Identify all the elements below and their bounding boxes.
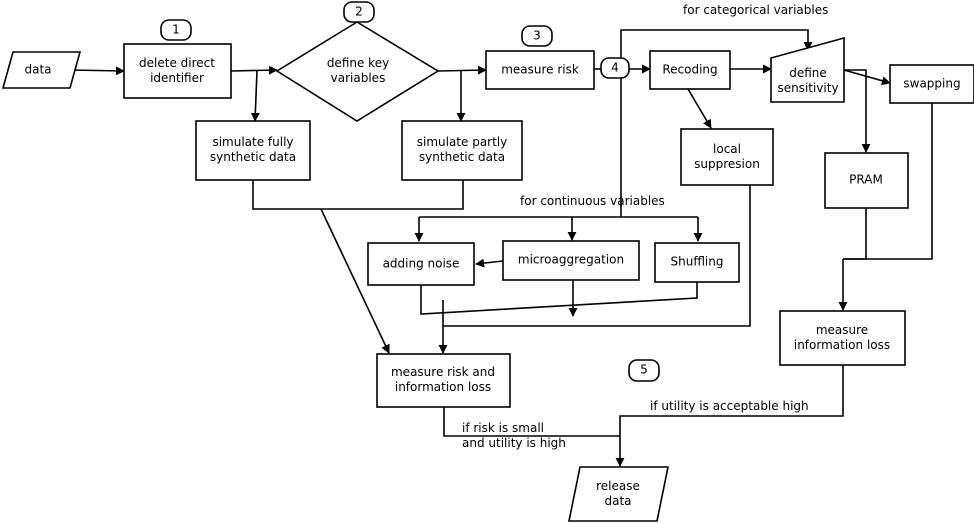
microaggregation-label: microaggregation (517, 252, 625, 267)
measure-risk-box (485, 50, 595, 90)
swapping-box (889, 64, 974, 104)
sim-fully-label: simulate fully synthetic data (209, 135, 297, 164)
define-sensitivity-label: define sensitivity (777, 66, 839, 95)
step-badge-3 (521, 25, 553, 47)
node-shapes (1, 21, 974, 522)
adding-noise-box (367, 242, 475, 286)
sim-fully-box (195, 120, 311, 181)
step-number-4: 4 (611, 60, 619, 75)
measure-risk-info-label: measure risk and information loss (390, 365, 496, 394)
measure-risk-label: measure risk (501, 62, 579, 77)
local-suppression-label: local suppresion (694, 142, 760, 171)
step-number-3: 3 (533, 28, 541, 43)
delete-identifier-box (123, 43, 232, 99)
shuffling-label: Shuffling (670, 254, 724, 269)
step-badges (160, 1, 660, 382)
measure-info-label: measure information loss (793, 323, 891, 352)
recoding-label: Recoding (662, 62, 718, 77)
data-label: data (24, 62, 52, 77)
define-key-label: define key variables (326, 56, 390, 85)
step-badge-2 (343, 1, 375, 23)
categorical-route-label: for categorical variables (683, 3, 829, 17)
step-badge-4 (600, 57, 630, 79)
step-number-5: 5 (640, 362, 648, 377)
shuffling-box (654, 242, 740, 283)
swapping-label: swapping (903, 76, 961, 91)
measure-risk-info-box (376, 353, 511, 408)
step-badge-1 (160, 19, 192, 41)
utility-condition: if utility is acceptable high (650, 399, 809, 413)
define-key-diamond (275, 21, 440, 122)
risk-small-condition: if risk is small and utility is high (462, 421, 566, 450)
step-number-2: 2 (355, 4, 363, 19)
pram-label: PRAM (849, 172, 883, 187)
sim-partly-label: simulate partly synthetic data (416, 135, 508, 164)
continuous-route-label: for continuous variables (520, 194, 665, 208)
adding-noise-label: adding noise (382, 256, 460, 271)
data-input-shape (1, 51, 82, 89)
step-badge-5 (628, 359, 660, 382)
release-data-shape (568, 466, 669, 522)
recoding-box (649, 50, 731, 90)
define-sensitivity-shape (770, 36, 845, 103)
pram-box (824, 152, 909, 209)
connector-lines (69, 29, 933, 467)
delete-identifier-label: delete direct identifier (139, 56, 215, 85)
microaggregation-box (502, 240, 640, 281)
step-number-1: 1 (172, 22, 180, 37)
sim-partly-box (401, 120, 523, 181)
release-data-label: release data (596, 479, 640, 508)
measure-info-box (779, 310, 906, 366)
local-suppression-box (680, 128, 774, 186)
